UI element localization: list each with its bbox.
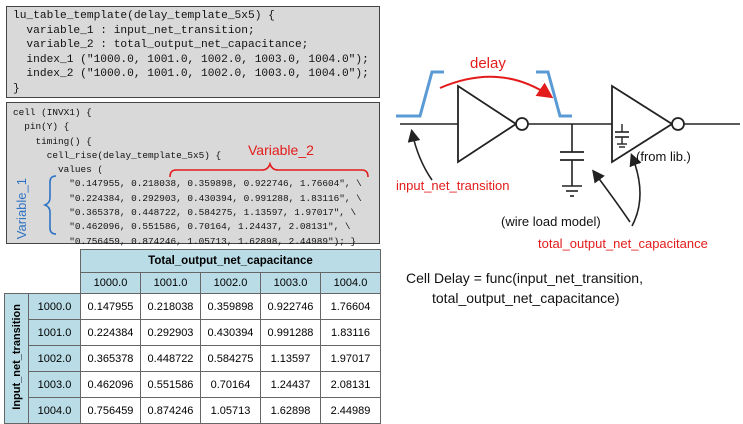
code-line: } <box>13 82 20 95</box>
wire-load-pointer <box>592 169 631 223</box>
table-cell: 0.224384 <box>80 319 141 346</box>
input-net-transition-label: input_net_transition <box>396 178 510 193</box>
cell-delay-formula-line1: Cell Delay = func(input_net_transition, <box>406 270 643 286</box>
table-cell: 0.147955 <box>80 293 141 320</box>
cell-delay-formula-line2: total_output_net_capacitance) <box>432 290 620 306</box>
table-corner <box>4 249 81 294</box>
inverter-1-bubble <box>515 117 529 131</box>
table-cell: 1.97017 <box>320 345 381 372</box>
lu-table-template-code: lu_table_template(delay_template_5x5) { … <box>6 6 380 98</box>
delay-arrow <box>439 75 554 99</box>
table-cell: 0.922746 <box>260 293 321 320</box>
variable-1-label: Variable_1 <box>14 178 29 240</box>
inverter-1 <box>457 84 518 164</box>
code-line: variable_1 : input_net_transition; <box>13 24 255 37</box>
row-index: 1004.0 <box>28 397 81 424</box>
row-index: 1000.0 <box>28 293 81 320</box>
code-line: cell (INVX1) { <box>13 107 92 118</box>
delay-label: delay <box>470 55 506 72</box>
output-waveform <box>536 70 572 118</box>
input-transition-pointer <box>407 128 433 181</box>
variable-1-brace <box>42 175 57 235</box>
table-cell: 0.756459 <box>80 397 141 424</box>
table-cell: 0.218038 <box>140 293 201 320</box>
variable-brackets <box>42 161 369 235</box>
inverter-circuit-diagram <box>396 70 740 227</box>
code-line: "0.224384, 0.292903, 0.430394, 0.991288,… <box>13 192 362 204</box>
row-index: 1002.0 <box>28 345 81 372</box>
code-line: index_2 ("1000.0, 1001.0, 1002.0, 1003.0… <box>13 68 369 81</box>
row-index: 1001.0 <box>28 319 81 346</box>
table-cell: 0.462096 <box>80 371 141 398</box>
code-line: "0.756459, 0.874246, 1.05713, 1.62898, 2… <box>13 235 357 247</box>
inverter-2-bubble <box>671 117 685 131</box>
table-cell: 0.70164 <box>200 371 261 398</box>
code-line: cell_rise(delay_template_5x5) { <box>13 149 222 161</box>
row-index: 1003.0 <box>28 371 81 398</box>
table-cell: 1.05713 <box>200 397 261 424</box>
table-cell: 1.83116 <box>320 319 381 346</box>
code-line: timing() { <box>13 135 92 147</box>
lookup-table: Total_output_net_capacitance 1000.0 1001… <box>4 249 381 424</box>
wire-load-model-label: (wire load model) <box>501 214 601 229</box>
code-line: pin(Y) { <box>13 121 70 133</box>
variable-2-label: Variable_2 <box>248 142 314 158</box>
row-header: Input_net_transition <box>4 293 29 424</box>
table-cell: 0.448722 <box>140 345 201 372</box>
table-cell: 2.08131 <box>320 371 381 398</box>
col-index: 1004.0 <box>320 272 381 294</box>
from-lib-pointer <box>629 153 642 227</box>
table-cell: 1.62898 <box>260 397 321 424</box>
code-line: "0.147955, 0.218038, 0.359898, 0.922746,… <box>13 178 362 190</box>
total-output-net-capacitance-label: total_output_net_capacitance <box>538 236 708 251</box>
table-cell: 0.365378 <box>80 345 141 372</box>
table-cell: 0.430394 <box>200 319 261 346</box>
col-index: 1002.0 <box>200 272 261 294</box>
variable-2-brace <box>169 161 369 178</box>
cell-definition-code: cell (INVX1) { pin(Y) { timing() { cell_… <box>6 102 380 247</box>
table-cell: 0.991288 <box>260 319 321 346</box>
code-line: "0.462096, 0.551586, 0.70164, 1.24437, 2… <box>13 221 351 233</box>
col-index: 1003.0 <box>260 272 321 294</box>
table-cell: 1.13597 <box>260 345 321 372</box>
from-lib-label: (from lib.) <box>636 149 691 164</box>
table-cell: 0.551586 <box>140 371 201 398</box>
table-cell: 2.44989 <box>320 397 381 424</box>
table-cell: 1.76604 <box>320 293 381 320</box>
inverter-2 <box>611 84 674 164</box>
col-index: 1000.0 <box>80 272 141 294</box>
table-cell: 1.24437 <box>260 371 321 398</box>
input-waveform <box>396 70 444 118</box>
table-cell: 0.584275 <box>200 345 261 372</box>
table-cell: 0.874246 <box>140 397 201 424</box>
code-line: "0.365378, 0.448722, 0.584275, 1.13597, … <box>13 207 357 219</box>
col-header: Total_output_net_capacitance <box>80 249 381 273</box>
table-cell: 0.292903 <box>140 319 201 346</box>
code-line: index_1 ("1000.0, 1001.0, 1002.0, 1003.0… <box>13 53 369 66</box>
code-line: lu_table_template(delay_template_5x5) { <box>13 10 275 22</box>
table-cell: 0.359898 <box>200 293 261 320</box>
code-line: values ( <box>13 164 104 176</box>
code-line: variable_2 : total_output_net_capacitanc… <box>13 39 309 52</box>
col-index: 1001.0 <box>140 272 201 294</box>
